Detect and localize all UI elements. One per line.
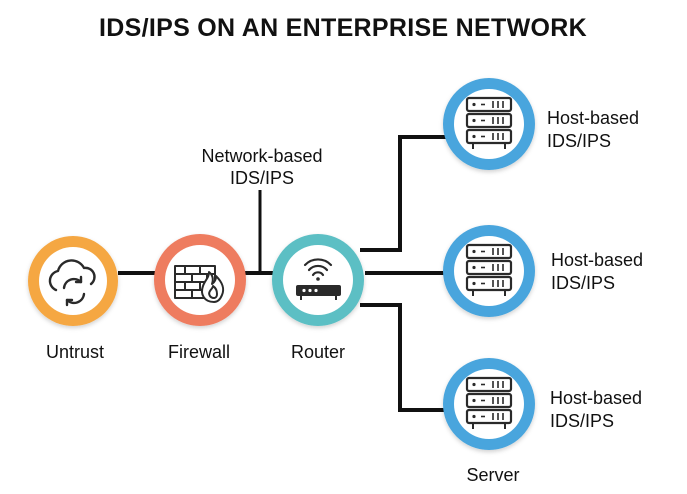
server-label: Server bbox=[466, 465, 519, 485]
host-node-3[interactable] bbox=[443, 358, 535, 450]
host-2-label-line2: IDS/IPS bbox=[551, 273, 615, 293]
firewall-label: Firewall bbox=[168, 342, 230, 362]
link-router-host-3 bbox=[360, 303, 448, 412]
host-node-2[interactable] bbox=[443, 225, 535, 317]
network-ids-label-line2: IDS/IPS bbox=[230, 168, 294, 188]
host-node-1[interactable] bbox=[443, 78, 535, 170]
firewall-node[interactable] bbox=[154, 234, 246, 326]
untrust-node[interactable] bbox=[28, 236, 118, 326]
host-2-label-line1: Host-based bbox=[551, 250, 643, 270]
router-node[interactable] bbox=[272, 234, 364, 326]
page-title: IDS/IPS ON AN ENTERPRISE NETWORK bbox=[99, 14, 587, 42]
host-3-label-line2: IDS/IPS bbox=[550, 411, 614, 431]
host-1-label-line2: IDS/IPS bbox=[547, 131, 611, 151]
server-rack-icon bbox=[465, 96, 513, 151]
host-1-label-line1: Host-based bbox=[547, 108, 639, 128]
wifi-router-icon bbox=[296, 258, 341, 300]
firewall-icon bbox=[174, 265, 225, 303]
link-router-host-1 bbox=[360, 135, 448, 252]
router-label: Router bbox=[291, 342, 345, 362]
untrust-label: Untrust bbox=[46, 342, 104, 362]
host-3-label-line1: Host-based bbox=[550, 388, 642, 408]
server-rack-icon bbox=[465, 376, 513, 431]
cloud-sync-icon bbox=[48, 259, 96, 307]
network-ids-label-line1: Network-based bbox=[201, 146, 322, 166]
server-rack-icon bbox=[465, 243, 513, 298]
